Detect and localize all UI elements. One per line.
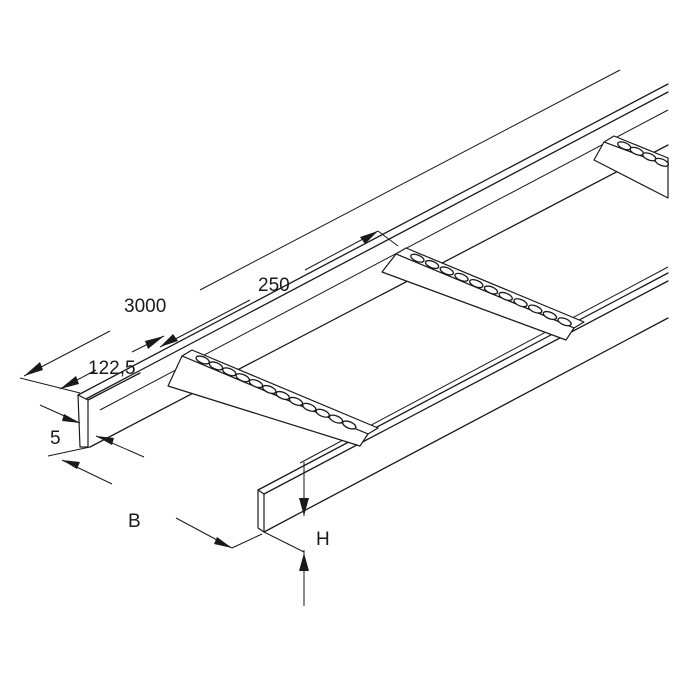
dimension-height: H	[263, 462, 330, 606]
rung-1-slots	[195, 355, 357, 430]
rung-slot	[302, 402, 317, 412]
left-side-rail	[77, 83, 669, 448]
dimension-flange: 5	[39, 404, 145, 458]
rung-slot	[483, 285, 499, 295]
dimension-end-offset-label: 122,5	[88, 358, 136, 379]
rung-slot	[498, 291, 513, 302]
dimension-length: 3000	[19, 69, 621, 394]
right-side-rail	[257, 266, 669, 533]
dimension-rung-pitch: 250	[159, 230, 399, 348]
rung-slot	[654, 157, 670, 167]
rung-slot	[222, 367, 237, 377]
rung-slot	[542, 310, 558, 321]
dimension-length-label: 3000	[124, 296, 166, 317]
dimension-height-label: H	[316, 529, 330, 550]
rung-1	[167, 349, 379, 447]
rung-slot	[513, 298, 528, 308]
dimension-width-label: B	[128, 511, 141, 532]
rung-slot	[342, 420, 357, 430]
rung-2	[381, 247, 585, 341]
rung-slot	[557, 317, 572, 327]
rung-slot	[424, 259, 440, 270]
rung-slot	[439, 266, 455, 276]
rung-slot	[410, 253, 425, 263]
dimension-width: B	[47, 446, 263, 549]
rung-3-slots	[617, 141, 670, 167]
rung-slot	[527, 304, 543, 314]
rung-slot	[454, 272, 469, 282]
dimension-end-offset: 122,5	[59, 335, 165, 390]
dimension-flange-label: 5	[50, 428, 61, 449]
rung-slot	[262, 384, 277, 395]
rung-3	[593, 135, 670, 199]
dimension-rung-pitch-label: 250	[258, 275, 290, 296]
rung-slot	[469, 278, 484, 289]
rung-2-slots	[410, 253, 572, 327]
